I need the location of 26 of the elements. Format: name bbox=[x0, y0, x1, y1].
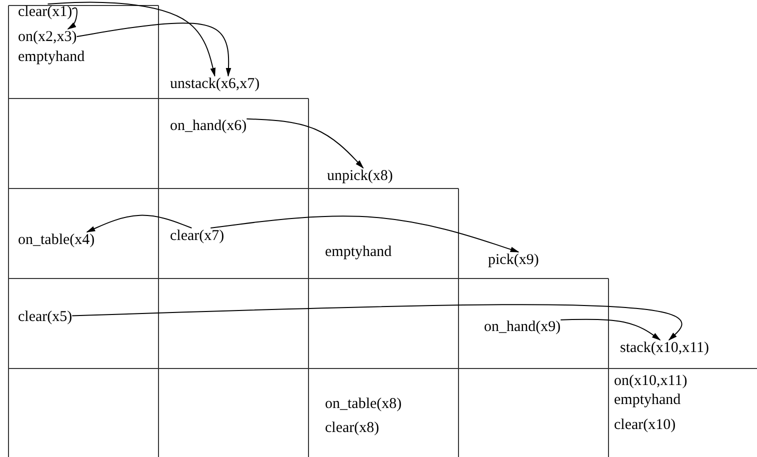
fact-label: clear(x8) bbox=[325, 420, 380, 437]
fact-label: clear(x7) bbox=[170, 228, 224, 245]
fact-label: clear(x1) bbox=[18, 4, 72, 21]
fact-label: unpick(x8) bbox=[327, 168, 393, 185]
fact-label: on(x10,x11) bbox=[614, 373, 688, 390]
fact-label: clear(x10) bbox=[614, 417, 676, 434]
fact-label: stack(x10,x11) bbox=[620, 340, 710, 357]
fact-label: on_hand(x9) bbox=[484, 319, 561, 336]
fact-label: emptyhand bbox=[325, 244, 392, 261]
fact-label: on_table(x8) bbox=[325, 396, 402, 413]
arrow bbox=[72, 304, 682, 341]
arrow bbox=[560, 318, 661, 341]
fact-label: on_hand(x6) bbox=[170, 118, 247, 135]
fact-label: unstack(x6,x7) bbox=[170, 76, 260, 93]
fact-label: on_table(x4) bbox=[18, 232, 95, 249]
arrow bbox=[67, 7, 78, 30]
arrow bbox=[76, 22, 232, 77]
fact-label: pick(x9) bbox=[488, 252, 539, 269]
arrow bbox=[47, 2, 216, 77]
fact-label: emptyhand bbox=[18, 49, 85, 66]
fact-label: emptyhand bbox=[614, 392, 681, 409]
fact-label: on(x2,x3) bbox=[18, 29, 77, 46]
fact-label: clear(x5) bbox=[18, 309, 72, 326]
arrow bbox=[210, 216, 520, 252]
arrow bbox=[86, 214, 192, 232]
arrow bbox=[246, 118, 364, 169]
